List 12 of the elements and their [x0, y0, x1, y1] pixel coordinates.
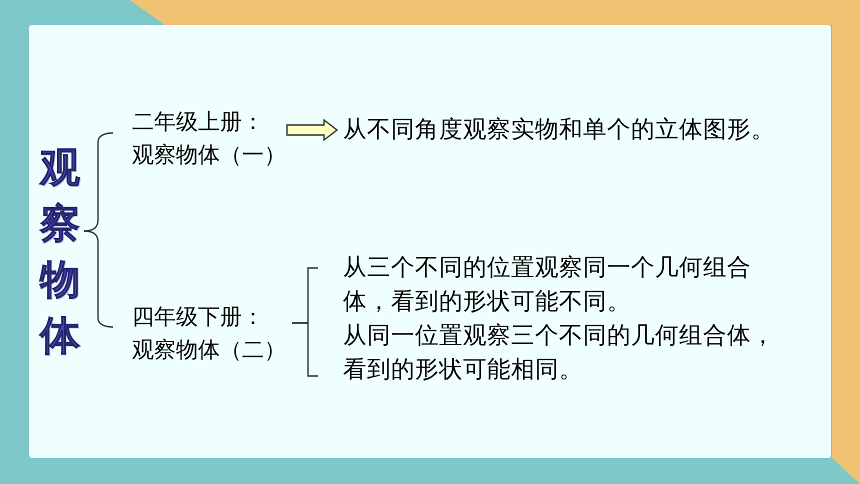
- unit-title: 观察物体（二）: [132, 336, 286, 364]
- unit-title: 观察物体（一）: [132, 141, 286, 169]
- curly-brace-line: [84, 230, 114, 328]
- block-arrow: [286, 118, 338, 142]
- bracket-line: [292, 322, 318, 377]
- vertical-title: 观察物体: [40, 144, 80, 361]
- curly-brace-line: [84, 132, 114, 232]
- description-text: 从同一位置观察三个不同的几何组合体，看到的形状可能相同。: [343, 322, 775, 385]
- description-text: 从三个不同的位置观察同一个几何组合体，看到的形状可能不同。: [343, 254, 752, 317]
- grade-label: 二年级上册：: [132, 108, 264, 136]
- description-text: 从不同角度观察实物和单个的立体图形。: [343, 116, 775, 145]
- grade-label: 四年级下册：: [132, 303, 264, 331]
